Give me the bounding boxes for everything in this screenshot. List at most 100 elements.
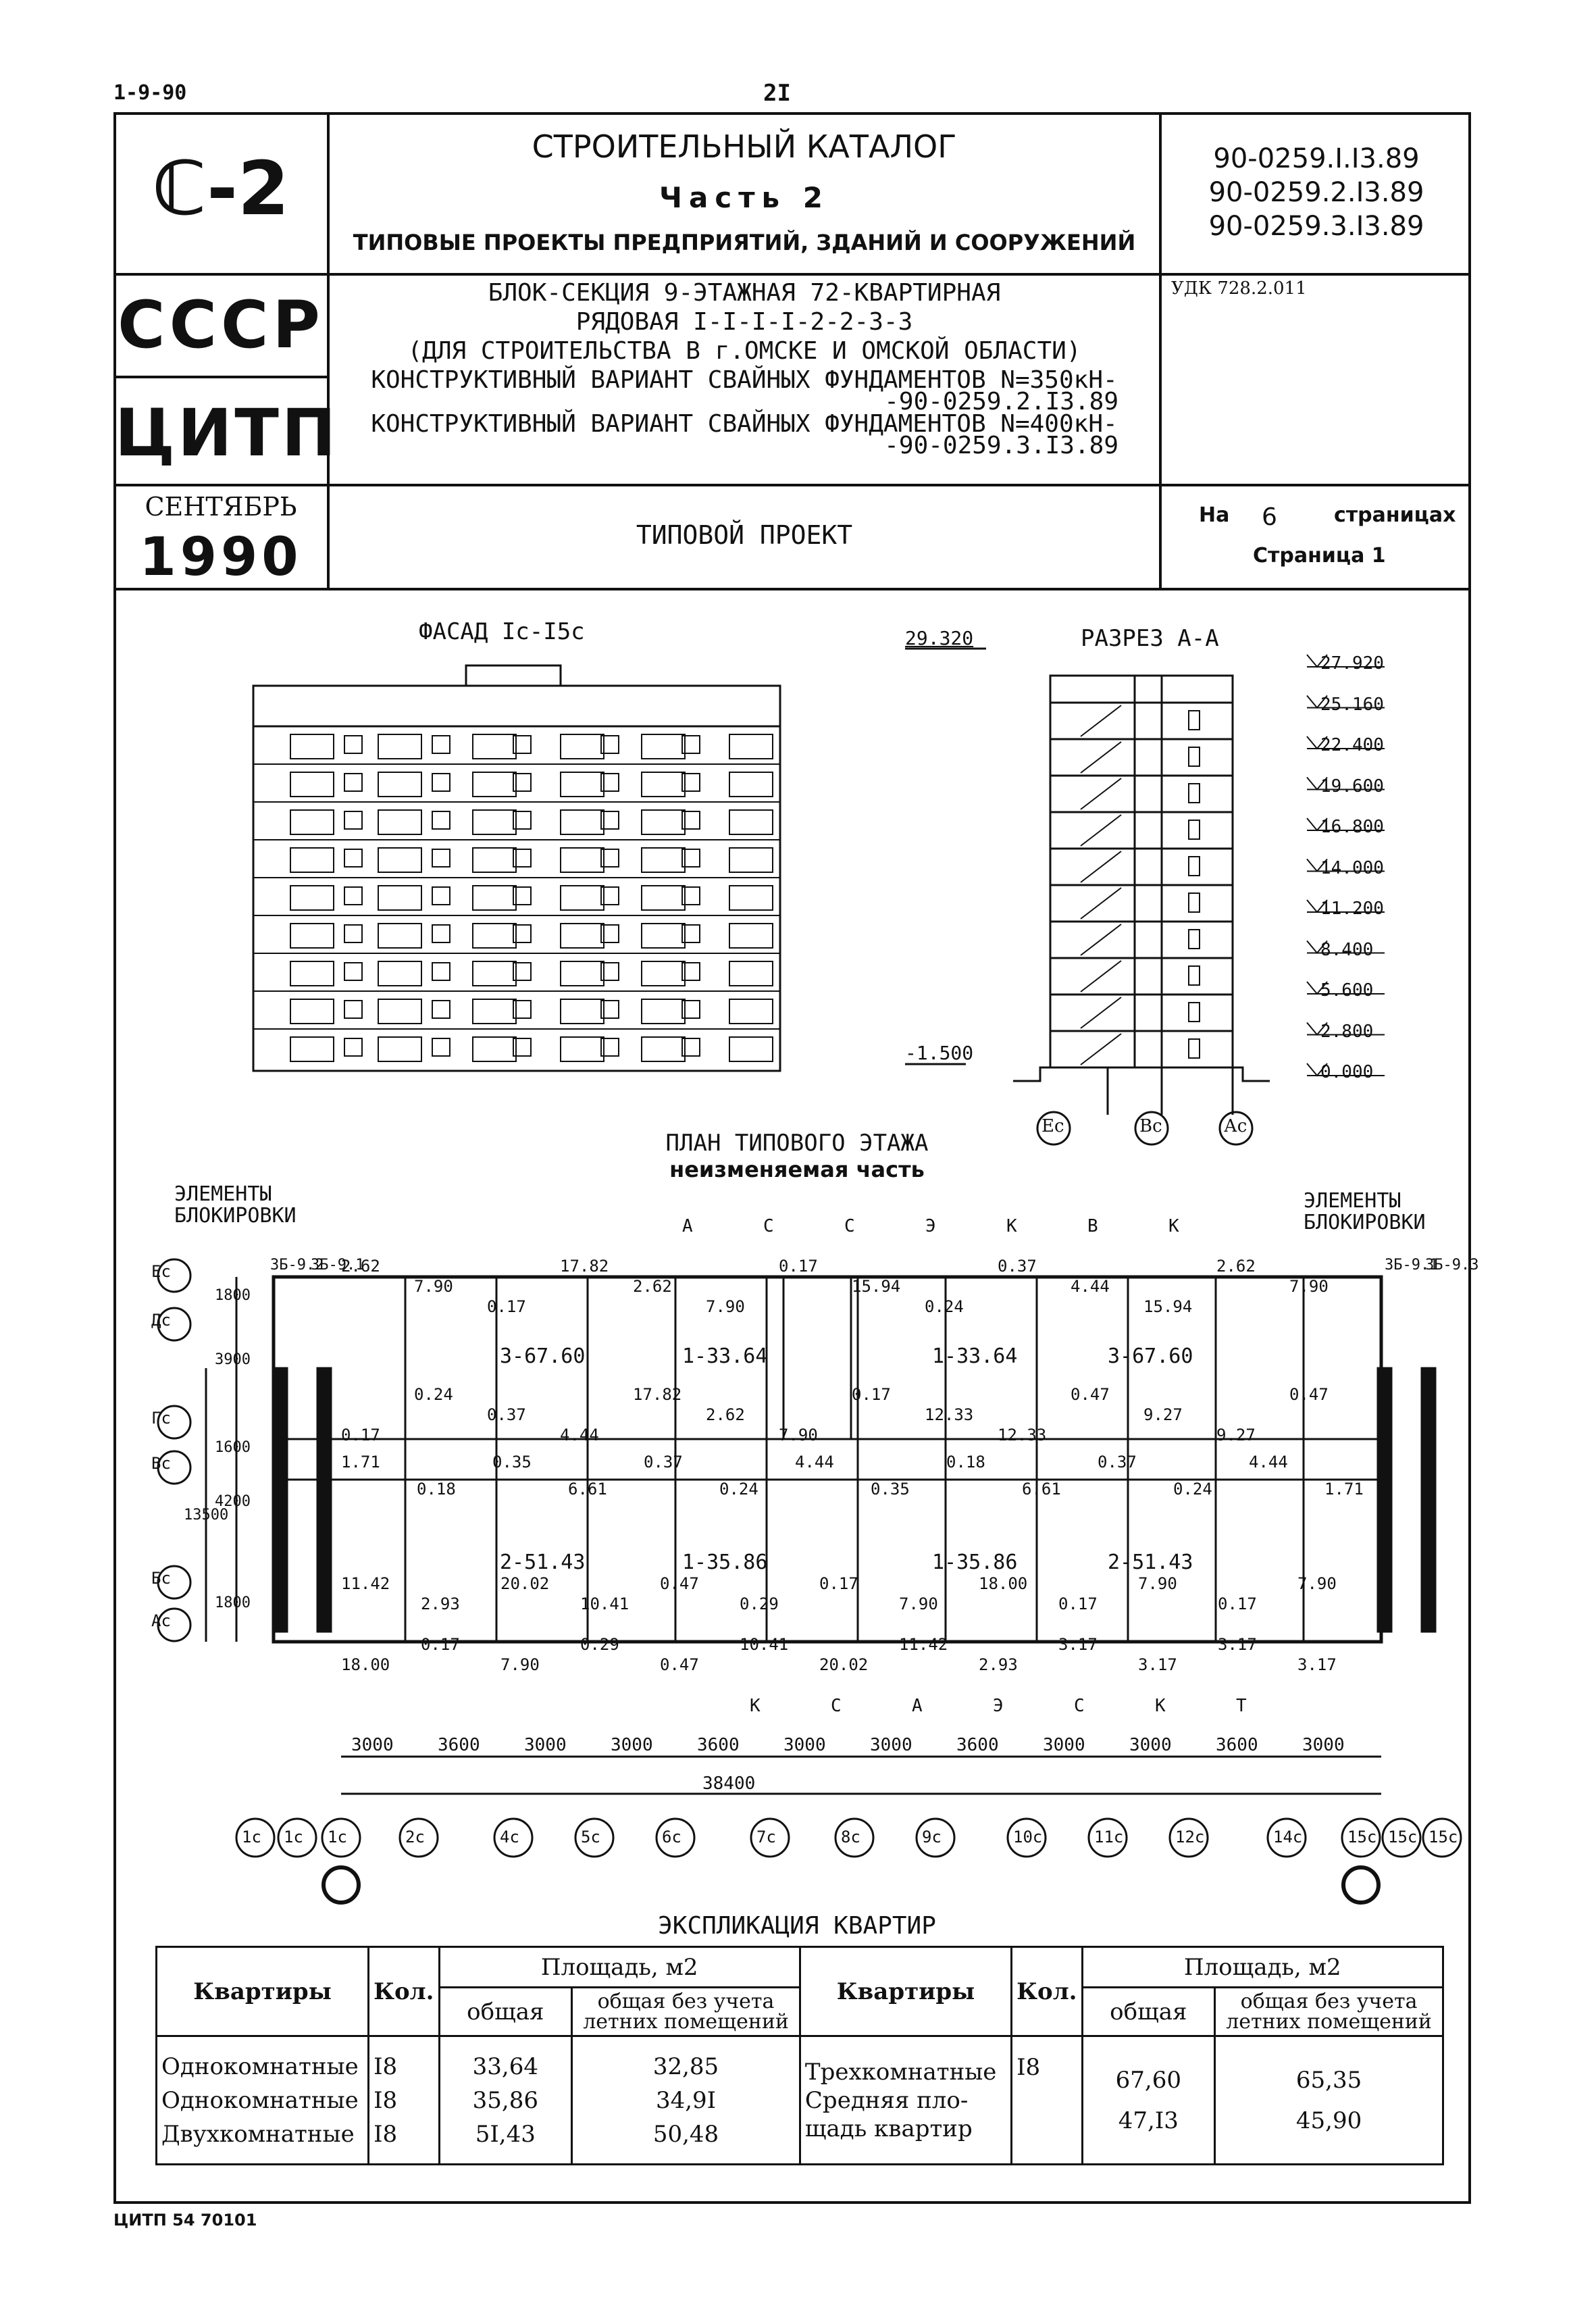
facade-balcony	[729, 961, 773, 986]
row-total-dimension: 13500	[184, 1507, 229, 1524]
facade-balcony	[729, 1036, 773, 1062]
room-area: 2.62	[706, 1405, 745, 1424]
facade-balcony	[290, 847, 334, 873]
facade-balcony	[641, 961, 686, 986]
apartment-label: 1-33.64	[682, 1344, 768, 1368]
room-area: 0.47	[660, 1655, 699, 1674]
project-description: БЛОК-СЕКЦИЯ 9-ЭТАЖНАЯ 72-КВАРТИРНАЯ РЯДО…	[330, 278, 1159, 458]
month-label: СЕНТЯБРЬ	[145, 492, 297, 522]
room-area: 1.71	[341, 1453, 380, 1472]
plan-subtitle: неизменяемая часть	[669, 1157, 925, 1182]
doc-code: 90-0259.2.I3.89	[1208, 177, 1424, 208]
column-axis-label: 8с	[841, 1828, 860, 1846]
level-arrow	[1306, 818, 1328, 832]
column-axis-label: 6с	[662, 1828, 681, 1846]
facade-balcony	[560, 999, 604, 1024]
section-mark: С	[1074, 1696, 1085, 1716]
left-totals: 33,64 35,86 5I,43	[438, 2035, 573, 2165]
level-arrow	[1306, 940, 1328, 955]
section-mark: С	[763, 1216, 774, 1236]
facade-window	[513, 924, 532, 943]
pages-prefix: На	[1199, 503, 1230, 527]
room-area: 0.17	[819, 1574, 858, 1593]
header-divider-right	[1159, 112, 1162, 589]
section-stair	[1080, 887, 1122, 920]
section-stair	[1080, 741, 1122, 774]
doc-codes: 90-0259.I.I3.89 90-0259.2.I3.89 90-0259.…	[1162, 142, 1471, 243]
facade-balcony	[641, 772, 686, 797]
facade-balcony	[378, 885, 422, 911]
column-dimension: 3000	[1129, 1735, 1172, 1755]
room-area: 0.37	[644, 1453, 683, 1472]
reference-circle	[1341, 1865, 1381, 1905]
section-mark: А	[682, 1216, 693, 1236]
wall-label: 3Б-9.1	[1385, 1257, 1439, 1274]
facade-window	[600, 773, 619, 792]
facade-balcony	[729, 999, 773, 1024]
project-line: -90-0259.2.I3.89	[884, 388, 1118, 416]
catalog-title: СТРОИТЕЛЬНЫЙ КАТАЛОГ	[532, 128, 957, 165]
facade-window	[513, 735, 532, 754]
facade-balcony	[560, 809, 604, 835]
room-area: 7.90	[1297, 1574, 1337, 1593]
header-row-line-1	[113, 273, 1471, 276]
facade-window	[681, 735, 700, 754]
level-arrow	[1306, 654, 1328, 668]
facade-balcony	[641, 847, 686, 873]
facade-title: ФАСАД Iс-I5с	[419, 618, 585, 645]
room-area: 2.62	[1216, 1257, 1256, 1276]
facade-balcony	[560, 772, 604, 797]
row-axis-label: Ас	[151, 1611, 171, 1630]
level-mark: 0.000	[1320, 1062, 1374, 1082]
facade-balcony	[378, 923, 422, 949]
facade-balcony	[472, 999, 517, 1024]
facade-balcony	[641, 923, 686, 949]
column-axis-label: 4с	[500, 1828, 519, 1846]
project-line: РЯДОВАЯ I-I-I-I-2-2-3-3	[575, 308, 913, 336]
facade-window	[513, 1038, 532, 1057]
level-mark: 8.400	[1320, 939, 1374, 960]
facade-window	[344, 849, 363, 867]
apartment-label: 3-67.60	[500, 1344, 586, 1368]
column-axis-bubble	[1006, 1817, 1047, 1858]
udk-code: УДК 728.2.011	[1171, 278, 1307, 299]
header-row-line-4	[113, 588, 1471, 590]
row-axis-bubble	[157, 1565, 192, 1600]
section-door	[1188, 820, 1200, 840]
level-mark: 14.000	[1320, 857, 1384, 878]
facade-window	[600, 811, 619, 830]
page-number: 2I	[763, 80, 791, 107]
column-axis-label: 9с	[922, 1828, 942, 1846]
pages-suffix: страницах	[1334, 503, 1456, 527]
country-label: СССР	[118, 287, 324, 363]
facade-window	[432, 962, 451, 981]
blocking-label: БЛОКИРОВКИ	[174, 1204, 297, 1228]
facade-balcony	[290, 961, 334, 986]
facade-window	[513, 962, 532, 981]
facade-balcony	[290, 734, 334, 759]
column-axis-bubble	[493, 1817, 534, 1858]
room-area: 7.90	[779, 1426, 818, 1444]
room-area: 3.17	[1218, 1635, 1257, 1654]
table-cell: 47,I3	[1118, 2107, 1179, 2134]
facade-balcony	[729, 885, 773, 911]
room-area: 3.17	[1138, 1655, 1177, 1674]
col-area: Площадь, м2	[438, 1946, 801, 1988]
column-axis-label: 12с	[1175, 1828, 1205, 1846]
room-area: 7.90	[1138, 1574, 1177, 1593]
level-mark: 22.400	[1320, 735, 1384, 755]
level-arrow	[1306, 981, 1328, 995]
column-axis-bubble	[655, 1817, 696, 1858]
column-axis-label: 1с	[284, 1828, 303, 1846]
facade-balcony	[729, 772, 773, 797]
row-dimension: 4200	[215, 1493, 251, 1510]
column-dimension: 3000	[783, 1735, 826, 1755]
room-area: 0.47	[660, 1574, 699, 1593]
room-area: 11.42	[341, 1574, 390, 1593]
room-area: 6.61	[568, 1480, 607, 1499]
table-cell: 50,48	[652, 2120, 719, 2148]
level-mark: 16.800	[1320, 817, 1384, 837]
table-cell: 33,64	[472, 2053, 538, 2080]
column-axis-label: 15с	[1428, 1828, 1458, 1846]
column-dimension: 3000	[1043, 1735, 1085, 1755]
